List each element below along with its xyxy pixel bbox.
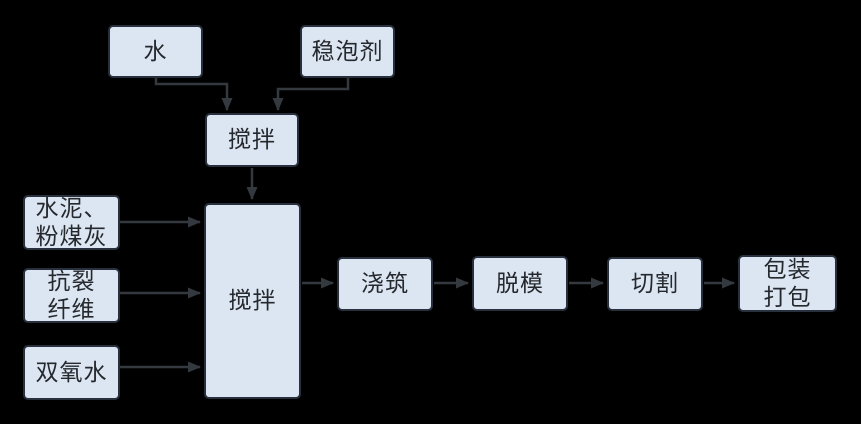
edge-water-premix [154, 78, 233, 111]
node-cement-flyash-label: 水泥、 粉煤灰 [35, 196, 108, 249]
node-demolding: 脱模 [472, 256, 568, 311]
node-hydrogen-peroxide-label: 双氧水 [35, 359, 108, 385]
node-packing: 包装 打包 [738, 255, 837, 312]
node-main-mix-label: 搅拌 [228, 288, 277, 314]
node-cement-flyash: 水泥、 粉煤灰 [23, 195, 120, 250]
node-foam-stabilizer-label: 稳泡剂 [311, 38, 384, 64]
node-anticrack-fiber: 抗裂 纤维 [23, 268, 120, 323]
node-foam-stabilizer: 稳泡剂 [300, 25, 395, 78]
edge-foam-stabilizer-premix [272, 78, 350, 111]
node-pouring-label: 浇筑 [361, 271, 409, 297]
node-cutting: 切割 [607, 257, 703, 311]
node-demolding-label: 脱模 [496, 270, 544, 296]
node-hydrogen-peroxide: 双氧水 [23, 345, 120, 400]
node-packing-label: 包装 打包 [763, 257, 812, 310]
node-pouring: 浇筑 [337, 257, 433, 311]
node-water-label: 水 [143, 38, 168, 64]
node-anticrack-fiber-label: 抗裂 纤维 [47, 269, 96, 322]
node-premix-label: 搅拌 [228, 127, 276, 153]
node-cutting-label: 切割 [631, 271, 679, 297]
node-main-mix: 搅拌 [204, 203, 301, 399]
node-premix: 搅拌 [205, 113, 299, 167]
node-water: 水 [108, 25, 203, 78]
